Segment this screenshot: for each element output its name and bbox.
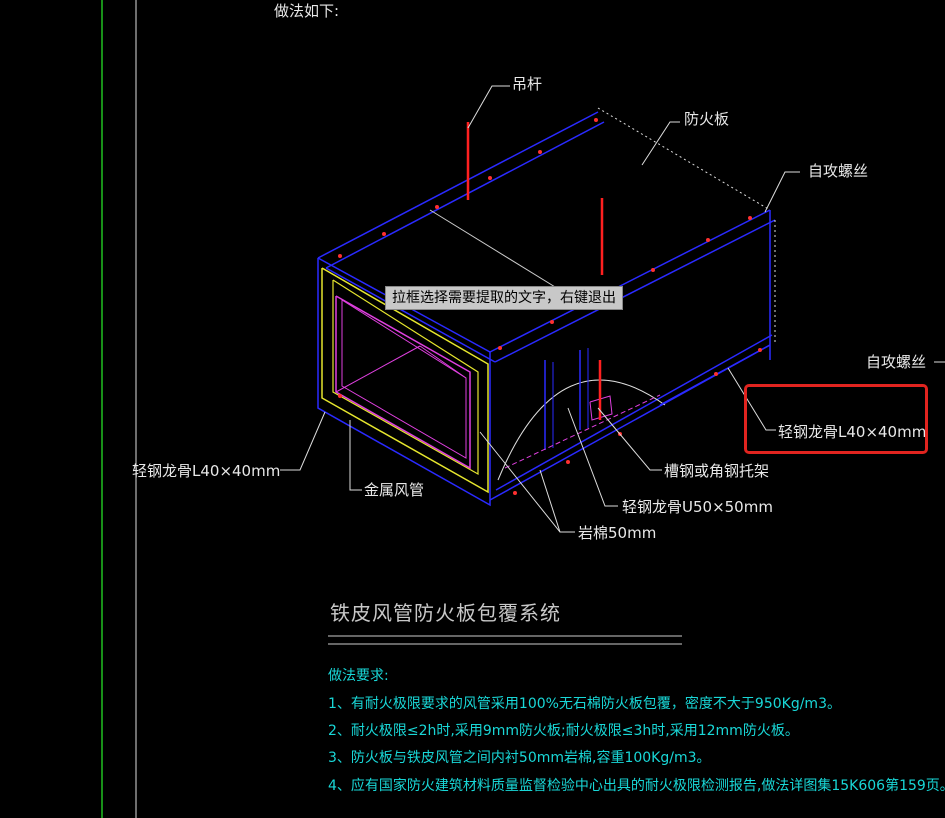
label-rock-wool: 岩棉50mm bbox=[578, 524, 656, 542]
duct-drawing bbox=[280, 85, 945, 533]
requirements-heading: 做法要求: bbox=[328, 668, 389, 684]
requirement-item-2: 2、耐火极限≤2h时,采用9mm防火板;耐火极限≤3h时,采用12mm防火板。 bbox=[328, 723, 799, 739]
selection-highlight-box bbox=[744, 384, 928, 454]
label-fire-board: 防火板 bbox=[684, 110, 729, 128]
label-light-steel-u: 轻钢龙骨U50×50mm bbox=[622, 498, 773, 516]
label-hanger: 吊杆 bbox=[512, 75, 542, 93]
label-light-steel-right: 轻钢龙骨L40×40mm bbox=[778, 423, 926, 441]
label-metal-duct: 金属风管 bbox=[364, 481, 424, 499]
label-channel-bracket: 槽钢或角钢托架 bbox=[664, 462, 769, 480]
requirement-item-4: 4、应有国家防火建筑材料质量监督检验中心出具的耐火极限检测报告,做法详图集15K… bbox=[328, 777, 945, 794]
label-screw-1: 自攻螺丝 bbox=[808, 162, 868, 180]
requirement-item-3: 3、防火板与铁皮风管之间内衬50mm岩棉,容重100Kg/m3。 bbox=[328, 749, 711, 766]
text-extract-tooltip: 拉框选择需要提取的文字，右键退出 bbox=[385, 286, 623, 310]
header-note: 做法如下: bbox=[274, 2, 339, 20]
drawing-title: 铁皮风管防火板包覆系统 bbox=[330, 601, 561, 625]
label-light-steel-left: 轻钢龙骨L40×40mm bbox=[132, 462, 280, 480]
requirement-item-1: 1、有耐火极限要求的风管采用100%无石棉防火板包覆，密度不大于950Kg/m3… bbox=[328, 695, 841, 712]
label-screw-2: 自攻螺丝 bbox=[866, 353, 926, 371]
